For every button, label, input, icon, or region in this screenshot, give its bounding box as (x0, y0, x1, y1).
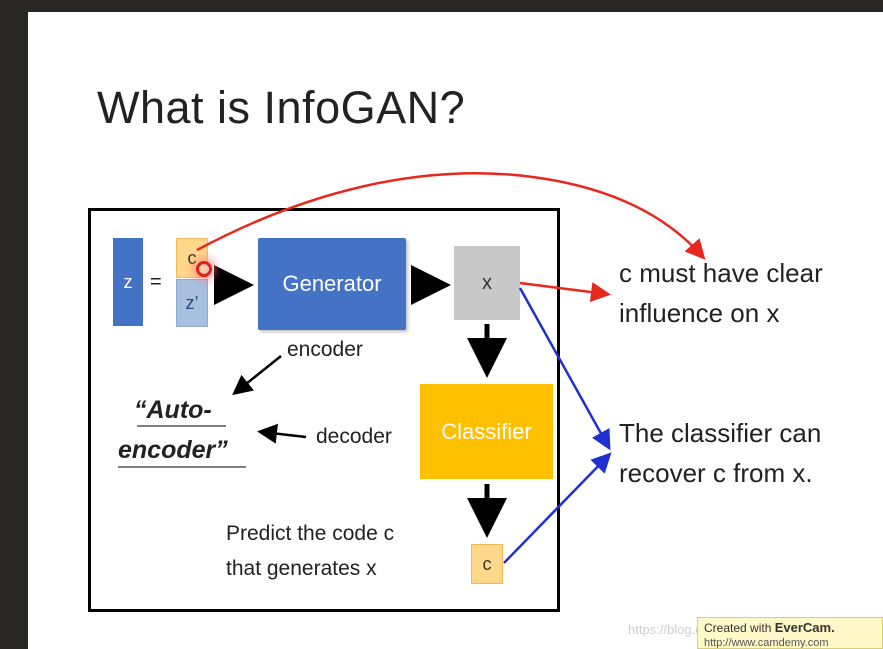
badge-prefix: Created with (704, 621, 772, 635)
blue-arrow-x-to-note (518, 287, 611, 451)
arrow-decoder-to-autoencoder (257, 423, 307, 444)
badge-url: http://www.camdemy.com (704, 637, 829, 649)
diagram-frame (88, 208, 560, 612)
autoencoder-label-line2: encoder” (118, 436, 228, 464)
influence-note-line1: c must have clear (619, 258, 823, 288)
slide-background (28, 12, 883, 649)
pointer-cursor (196, 261, 212, 277)
code-c-output-box: c (471, 544, 503, 584)
predict-caption-line1: Predict the code c (226, 522, 395, 545)
recover-note-line1: The classifier can (619, 418, 822, 448)
slide-title: What is InfoGAN? (97, 82, 466, 133)
equals-sign: = (150, 271, 162, 293)
z-prime-box: z’ (176, 279, 208, 327)
recover-note-line2: recover c from x. (619, 458, 813, 488)
predict-caption-line2: that generates x (226, 557, 377, 580)
decoder-label: decoder (316, 425, 392, 448)
classifier-box: Classifier (420, 384, 553, 479)
evercam-badge: Created with EverCam. http://www.camdemy… (697, 617, 883, 649)
generator-box: Generator (258, 238, 406, 330)
badge-brand: EverCam. (774, 620, 835, 635)
influence-note-line2: influence on x (619, 298, 780, 328)
autoencoder-label-line1: “Auto- (134, 396, 212, 424)
z-vector-box: z (113, 238, 143, 326)
x-output-box: x (454, 246, 520, 320)
encoder-label: encoder (287, 338, 363, 361)
red-arrow-x-to-note (519, 281, 611, 303)
blue-arrow-c-to-note (503, 452, 612, 564)
red-arrow-c-to-note (196, 172, 706, 260)
arrow-encoder-to-autoencoder (232, 355, 282, 396)
